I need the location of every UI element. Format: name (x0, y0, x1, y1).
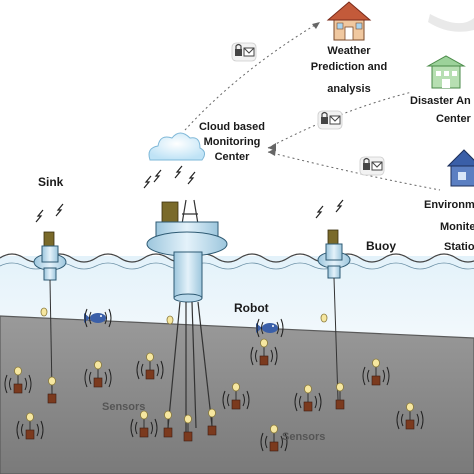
sink-label: Sink (38, 175, 64, 189)
antenna-icon (55, 203, 64, 217)
weather-label-line: analysis (327, 83, 370, 95)
weather-label-line: Weather (327, 45, 371, 57)
cloud-center-label: Cloud based Monitoring Center (199, 121, 265, 163)
disaster-label-line: Disaster An (410, 95, 471, 107)
sea-bed (0, 315, 474, 474)
antenna-icon (315, 205, 324, 219)
antenna-icon (335, 199, 344, 213)
background-scribble (428, 14, 474, 32)
sensors-label: Sensors (282, 431, 325, 443)
link-cloud-weather (184, 21, 321, 131)
sensors-label: Sensors (102, 401, 145, 413)
fish-icon (256, 318, 284, 338)
arrow-weather-head (312, 22, 320, 29)
weather-label: Weather Prediction and analysis (311, 45, 387, 95)
antenna-icon (143, 165, 196, 189)
robot-label: Robot (234, 301, 269, 315)
lock-mail-icon (231, 42, 257, 62)
link-cloud-environment (267, 151, 441, 191)
building-icon (426, 55, 466, 89)
sensor-bulb (166, 315, 174, 325)
environment-label-line: Monite (440, 221, 474, 233)
lock-mail-icon (317, 110, 343, 130)
weather-label-line: Prediction and (311, 61, 387, 73)
arrow-environment-head (268, 148, 276, 156)
sink-buoy (33, 203, 67, 404)
environment-label: Environm Monite Statio (424, 199, 474, 253)
buoy-label: Buoy (366, 239, 396, 253)
station-icon (446, 149, 474, 187)
disaster-label-line: Center (436, 113, 472, 125)
fish-icon (84, 308, 112, 328)
disaster-label: Disaster An Center (410, 95, 472, 125)
cloud-label-line: Monitoring (204, 136, 261, 148)
environment-label-line: Environm (424, 199, 474, 211)
cloud-label-line: Cloud based (199, 121, 265, 133)
central-platform (146, 199, 228, 442)
antenna-icon (35, 209, 44, 223)
house-icon (326, 1, 372, 41)
right-buoy (315, 199, 351, 410)
lock-mail-icon (359, 156, 385, 176)
sea-surface-waves (0, 253, 474, 270)
cloud-label-line: Center (215, 151, 251, 163)
cloud-icon (148, 132, 206, 161)
environment-label-line: Statio (444, 241, 474, 253)
communication-links (184, 21, 441, 191)
